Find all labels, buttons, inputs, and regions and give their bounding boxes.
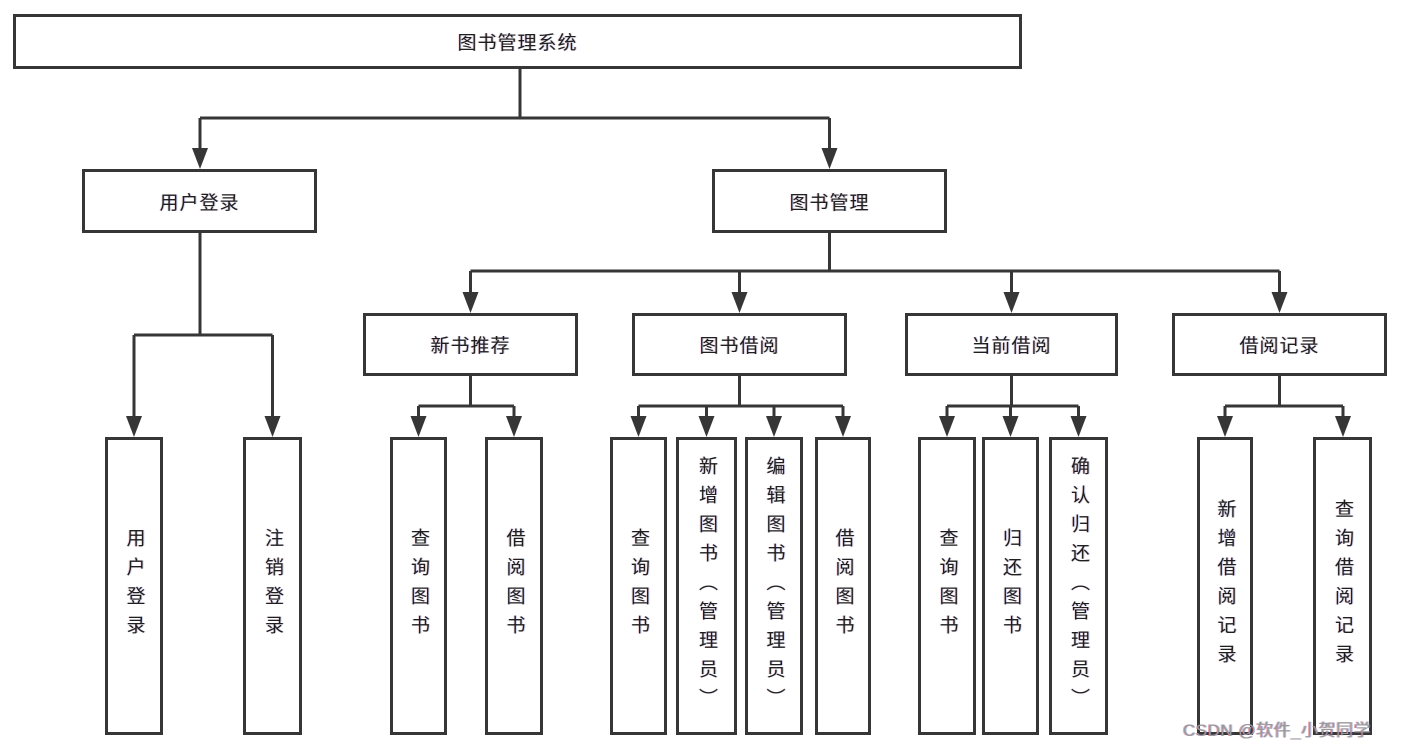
node-library-system: 图书管理系统 — [13, 14, 1022, 69]
connector-root-to-level2 — [192, 69, 838, 169]
arrowhead-icon — [462, 292, 479, 313]
arrowhead-icon — [1003, 292, 1020, 313]
arrowhead-icon — [698, 416, 715, 437]
arrowhead-icon — [731, 292, 748, 313]
node-query-borrow-record: 查询借阅记录 — [1313, 437, 1372, 735]
connector-current-borrow-to-children — [939, 376, 1087, 437]
node-new-book-recommend: 新书推荐 — [363, 313, 578, 376]
node-label: 借阅记录 — [1239, 336, 1320, 357]
node-query-books-borrowing: 查询图书 — [610, 437, 667, 735]
node-label: 确认归还（管理员） — [1068, 455, 1089, 717]
arrowhead-icon — [1271, 292, 1288, 313]
arrowhead-icon — [1217, 416, 1233, 437]
node-label: 注销登录 — [262, 528, 283, 644]
arrowhead-icon — [766, 416, 782, 437]
connector-borrow-records-to-children — [1217, 376, 1351, 437]
node-confirm-return-admin: 确认归还（管理员） — [1049, 437, 1108, 735]
arrowhead-icon — [630, 416, 647, 437]
arrowhead-icon — [939, 416, 955, 437]
arrowhead-icon — [835, 416, 851, 437]
node-logout: 注销登录 — [243, 437, 302, 735]
node-label: 归还图书 — [1000, 528, 1021, 644]
node-borrow-books-recommend: 借阅图书 — [485, 437, 543, 735]
node-book-management: 图书管理 — [712, 169, 947, 233]
arrowhead-icon — [264, 416, 281, 437]
node-label: 查询图书 — [628, 528, 649, 644]
node-query-books-current: 查询图书 — [918, 437, 976, 735]
node-add-borrow-record: 新增借阅记录 — [1197, 437, 1253, 735]
node-return-books: 归还图书 — [982, 437, 1039, 735]
arrowhead-icon — [410, 416, 427, 437]
connector-book-borrow-to-children — [630, 376, 851, 437]
node-label: 图书管理系统 — [457, 33, 578, 54]
node-current-borrowing: 当前借阅 — [905, 313, 1118, 376]
node-borrow-books-borrowing: 借阅图书 — [815, 437, 871, 735]
node-borrowing-records: 借阅记录 — [1172, 313, 1387, 376]
node-label: 用户登录 — [159, 192, 240, 214]
node-query-books-recommend: 查询图书 — [390, 437, 447, 735]
node-add-books-admin: 新增图书（管理员） — [676, 437, 737, 735]
node-label: 当前借阅 — [971, 336, 1052, 357]
node-label: 新增借阅记录 — [1214, 499, 1236, 673]
node-label: 查询图书 — [408, 528, 429, 644]
node-edit-books-admin: 编辑图书（管理员） — [745, 437, 803, 735]
arrowhead-icon — [126, 416, 142, 437]
node-label: 用户登录 — [123, 528, 145, 644]
arrowhead-icon — [506, 416, 522, 437]
node-label: 借阅图书 — [832, 528, 854, 644]
node-user-login-leaf: 用户登录 — [105, 437, 163, 735]
node-label: 图书管理 — [789, 192, 870, 214]
arrowhead-icon — [192, 148, 208, 169]
node-user-login: 用户登录 — [82, 169, 317, 233]
node-label: 查询借阅记录 — [1332, 499, 1353, 673]
node-label: 编辑图书（管理员） — [763, 455, 785, 717]
arrowhead-icon — [821, 148, 838, 169]
node-book-borrowing: 图书借阅 — [632, 313, 847, 376]
connector-new-books-to-children — [410, 376, 522, 437]
arrowhead-icon — [1070, 416, 1087, 437]
connector-book-mgmt-to-level3 — [462, 233, 1288, 313]
node-label: 查询图书 — [936, 528, 958, 644]
connector-user-login-to-children — [126, 233, 281, 437]
node-label: 借阅图书 — [503, 528, 525, 644]
csdn-watermark: CSDN @软件_小贺同学 — [1183, 721, 1372, 740]
arrowhead-icon — [1335, 416, 1351, 437]
node-label: 图书借阅 — [699, 336, 780, 357]
node-label: 新书推荐 — [430, 336, 511, 357]
arrowhead-icon — [1002, 416, 1019, 437]
node-label: 新增图书（管理员） — [696, 455, 717, 717]
